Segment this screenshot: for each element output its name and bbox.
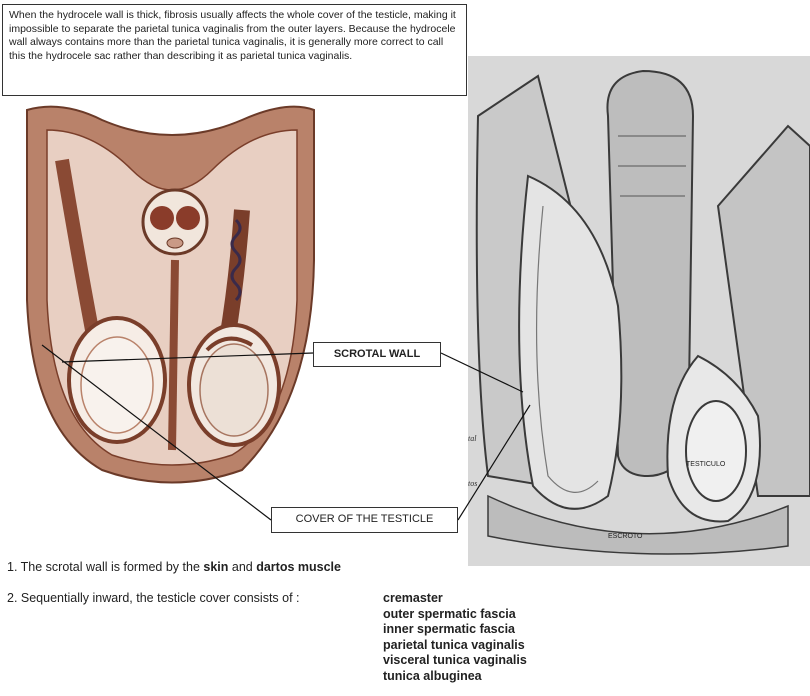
layer-item: visceral tunica vaginalis	[383, 653, 527, 669]
explanatory-note: When the hydrocele wall is thick, fibros…	[2, 4, 467, 96]
label-tal-partial: tal	[468, 434, 477, 443]
label-escroto: ESCROTO	[608, 533, 643, 540]
layer-item: outer spermatic fascia	[383, 607, 527, 623]
layer-item: cremaster	[383, 591, 527, 607]
layer-item: parietal tunica vaginalis	[383, 638, 527, 654]
note-text: When the hydrocele wall is thick, fibros…	[9, 9, 456, 62]
layer-item: tunica albuginea	[383, 669, 527, 685]
testicle-cover-layers: cremaster outer spermatic fascia inner s…	[383, 591, 527, 684]
right-anatomy-illustration: TESTICULO ESCROTO tal tos	[468, 56, 810, 566]
scrotal-wall-callout: SCROTAL WALL	[313, 342, 441, 367]
point-scrotal-wall: 1. The scrotal wall is formed by the ski…	[7, 560, 341, 574]
left-anatomy-illustration	[22, 100, 317, 500]
point1-and: and	[228, 560, 256, 574]
point1-skin: skin	[203, 560, 228, 574]
point-testicle-cover: 2. Sequentially inward, the testicle cov…	[7, 591, 300, 605]
label-testiculo: TESTICULO	[686, 461, 726, 468]
layer-item: inner spermatic fascia	[383, 622, 527, 638]
point1-prefix: 1. The scrotal wall is formed by the	[7, 560, 203, 574]
point2-prefix: 2. Sequentially inward, the testicle cov…	[7, 591, 300, 605]
label-tos-partial: tos	[468, 479, 477, 488]
point1-dartos: dartos muscle	[256, 560, 341, 574]
testicle-cover-callout: COVER OF THE TESTICLE	[271, 507, 458, 533]
